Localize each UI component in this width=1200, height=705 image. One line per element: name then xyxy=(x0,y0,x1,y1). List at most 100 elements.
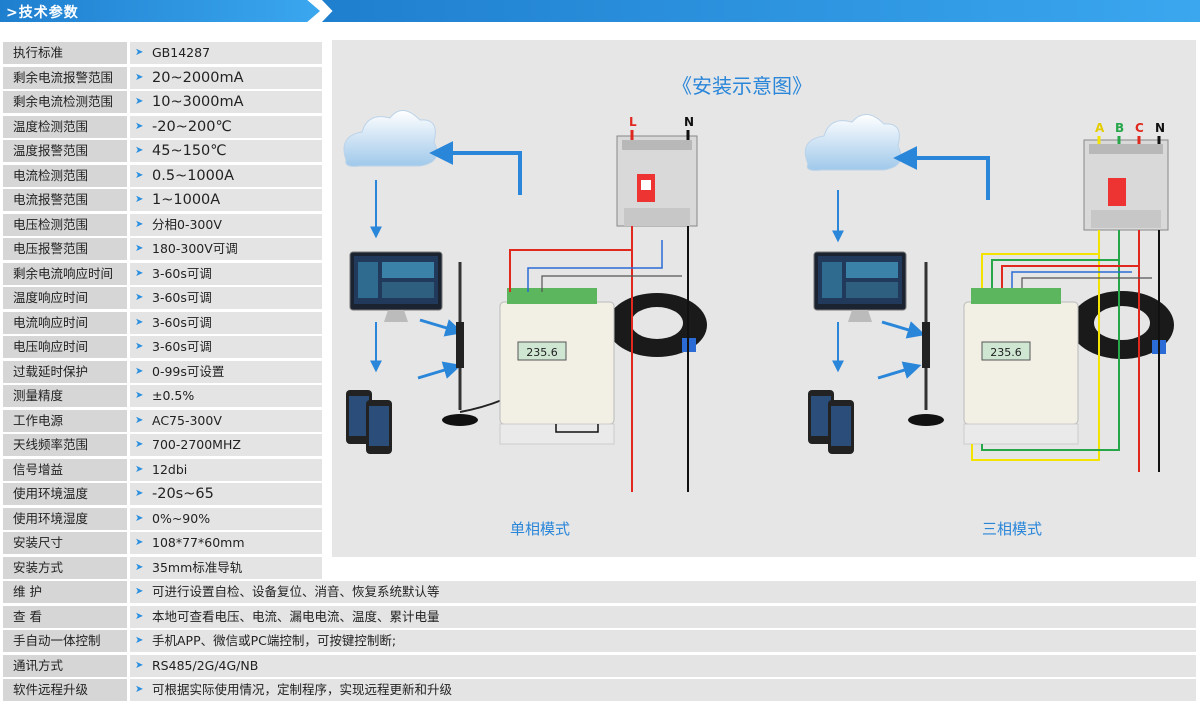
spec-value: AC75-300V xyxy=(130,410,322,432)
three-phase-caption: 三相模式 xyxy=(982,520,1043,538)
monitor-icon-2 xyxy=(813,251,907,322)
spec-value: 3-60s可调 xyxy=(130,287,322,309)
spec-row: 电压响应时间3-60s可调 xyxy=(0,336,1200,358)
spec-row: 电流响应时间3-60s可调 xyxy=(0,312,1200,334)
spec-label: 信号增益 xyxy=(3,459,127,481)
spec-label: 安装尺寸 xyxy=(3,532,127,554)
spec-value: 180-300V可调 xyxy=(130,238,322,260)
spec-row: 查 看本地可查看电压、电流、漏电电流、温度、累计电量 xyxy=(0,606,1200,628)
circuit-breaker-icon xyxy=(616,135,698,227)
diagram-title: 《安装示意图》 xyxy=(672,74,812,98)
spec-row: 电压报警范围180-300V可调 xyxy=(0,238,1200,260)
antenna-icon-2 xyxy=(908,262,944,426)
installation-diagram: L N 235.6 xyxy=(343,110,1174,492)
spec-value: GB14287 xyxy=(130,42,322,64)
spec-value: 0%~90% xyxy=(130,508,322,530)
spec-row: 使用环境湿度0%~90% xyxy=(0,508,1200,530)
spec-label: 电压报警范围 xyxy=(3,238,127,260)
spec-label: 天线频率范围 xyxy=(3,434,127,456)
spec-value: 可根据实际使用情况，定制程序，实现远程更新和升级 xyxy=(130,679,1196,701)
svg-text:235.6: 235.6 xyxy=(990,346,1022,359)
spec-row: 软件远程升级可根据实际使用情况，定制程序，实现远程更新和升级 xyxy=(0,679,1200,701)
spec-label: 手自动一体控制 xyxy=(3,630,127,652)
spec-row: 电流报警范围1~1000A xyxy=(0,189,1200,211)
spec-label: 剩余电流检测范围 xyxy=(3,91,127,113)
spec-value: 45~150℃ xyxy=(130,140,322,162)
spec-row: 过载延时保护0-99s可设置 xyxy=(0,361,1200,383)
svg-text:C: C xyxy=(1135,121,1144,135)
antenna-icon xyxy=(442,262,503,426)
spec-value: 3-60s可调 xyxy=(130,336,322,358)
spec-value: 1~1000A xyxy=(130,189,322,211)
spec-label: 剩余电流报警范围 xyxy=(3,67,127,89)
spec-label: 软件远程升级 xyxy=(3,679,127,701)
spec-row: 执行标准GB14287 xyxy=(0,42,1200,64)
spec-label: 查 看 xyxy=(3,606,127,628)
spec-label: 电流检测范围 xyxy=(3,165,127,187)
monitor-icon xyxy=(349,251,443,322)
spec-row: 剩余电流检测范围10~3000mA xyxy=(0,91,1200,113)
spec-row: 使用环境温度-20s~65 xyxy=(0,483,1200,505)
single-phase-diagram: L N 235.6 xyxy=(343,110,707,492)
spec-value: 分相0-300V xyxy=(130,214,322,236)
terminal-label-n: N xyxy=(684,115,694,129)
spec-value: 本地可查看电压、电流、漏电电流、温度、累计电量 xyxy=(130,606,1196,628)
spec-row: 温度报警范围45~150℃ xyxy=(0,140,1200,162)
spec-value: 0.5~1000A xyxy=(130,165,322,187)
spec-row: 通讯方式RS485/2G/4G/NB xyxy=(0,655,1200,677)
svg-text:N: N xyxy=(1155,121,1165,135)
mobile-phone-icon xyxy=(346,390,392,454)
mobile-phone-icon-2 xyxy=(808,390,854,454)
spec-row: 维 护可进行设置自检、设备复位、消音、恢复系统默认等 xyxy=(0,581,1200,603)
spec-value: RS485/2G/4G/NB xyxy=(130,655,1196,677)
spec-row: 剩余电流报警范围20~2000mA xyxy=(0,67,1200,89)
section-header-bar xyxy=(322,0,1200,22)
spec-label: 执行标准 xyxy=(3,42,127,64)
spec-row: 电流检测范围0.5~1000A xyxy=(0,165,1200,187)
current-transformer-icon-2 xyxy=(1070,291,1174,359)
current-transformer-icon xyxy=(607,293,707,357)
spec-label: 剩余电流响应时间 xyxy=(3,263,127,285)
three-phase-diagram: A B C N 235.6 xyxy=(804,114,1174,472)
spec-label: 使用环境湿度 xyxy=(3,508,127,530)
svg-text:B: B xyxy=(1115,121,1124,135)
spec-row: 温度检测范围-20~200℃ xyxy=(0,116,1200,138)
section-header-tab: >技术参数 xyxy=(0,0,320,22)
spec-label: 电压响应时间 xyxy=(3,336,127,358)
spec-value: -20s~65 xyxy=(130,483,322,505)
spec-value: 0-99s可设置 xyxy=(130,361,322,383)
spec-label: 工作电源 xyxy=(3,410,127,432)
spec-value: -20~200℃ xyxy=(130,116,322,138)
spec-value: 35mm标准导轨 xyxy=(130,557,322,579)
spec-value: 3-60s可调 xyxy=(130,312,322,334)
spec-label: 温度检测范围 xyxy=(3,116,127,138)
monitoring-module: 235.6 xyxy=(499,288,615,445)
section-title: >技术参数 xyxy=(6,5,79,21)
spec-value: 108*77*60mm xyxy=(130,532,322,554)
spec-label: 电压检测范围 xyxy=(3,214,127,236)
spec-row: 测量精度±0.5% xyxy=(0,385,1200,407)
spec-label: 温度报警范围 xyxy=(3,140,127,162)
spec-label: 电流报警范围 xyxy=(3,189,127,211)
single-phase-caption: 单相模式 xyxy=(510,520,571,538)
spec-label: 使用环境温度 xyxy=(3,483,127,505)
spec-row: 剩余电流响应时间3-60s可调 xyxy=(0,263,1200,285)
spec-row: 温度响应时间3-60s可调 xyxy=(0,287,1200,309)
spec-row: 电压检测范围分相0-300V xyxy=(0,214,1200,236)
spec-value: 可进行设置自检、设备复位、消音、恢复系统默认等 xyxy=(130,581,1196,603)
terminal-label-l: L xyxy=(629,115,637,129)
spec-label: 温度响应时间 xyxy=(3,287,127,309)
spec-row: 工作电源AC75-300V xyxy=(0,410,1200,432)
spec-value: 手机APP、微信或PC端控制，可按键控制断; xyxy=(130,630,1196,652)
spec-value: 10~3000mA xyxy=(130,91,322,113)
spec-value: ±0.5% xyxy=(130,385,322,407)
circuit-breaker-icon-2 xyxy=(1083,139,1169,231)
cloud-icon-2 xyxy=(804,114,902,171)
svg-text:A: A xyxy=(1095,121,1105,135)
spec-value: 12dbi xyxy=(130,459,322,481)
spec-label: 安装方式 xyxy=(3,557,127,579)
spec-label: 电流响应时间 xyxy=(3,312,127,334)
spec-row: 安装尺寸108*77*60mm xyxy=(0,532,1200,554)
installation-diagram-panel: 《安装示意图》 单相模式 三相模式 xyxy=(332,40,1196,557)
